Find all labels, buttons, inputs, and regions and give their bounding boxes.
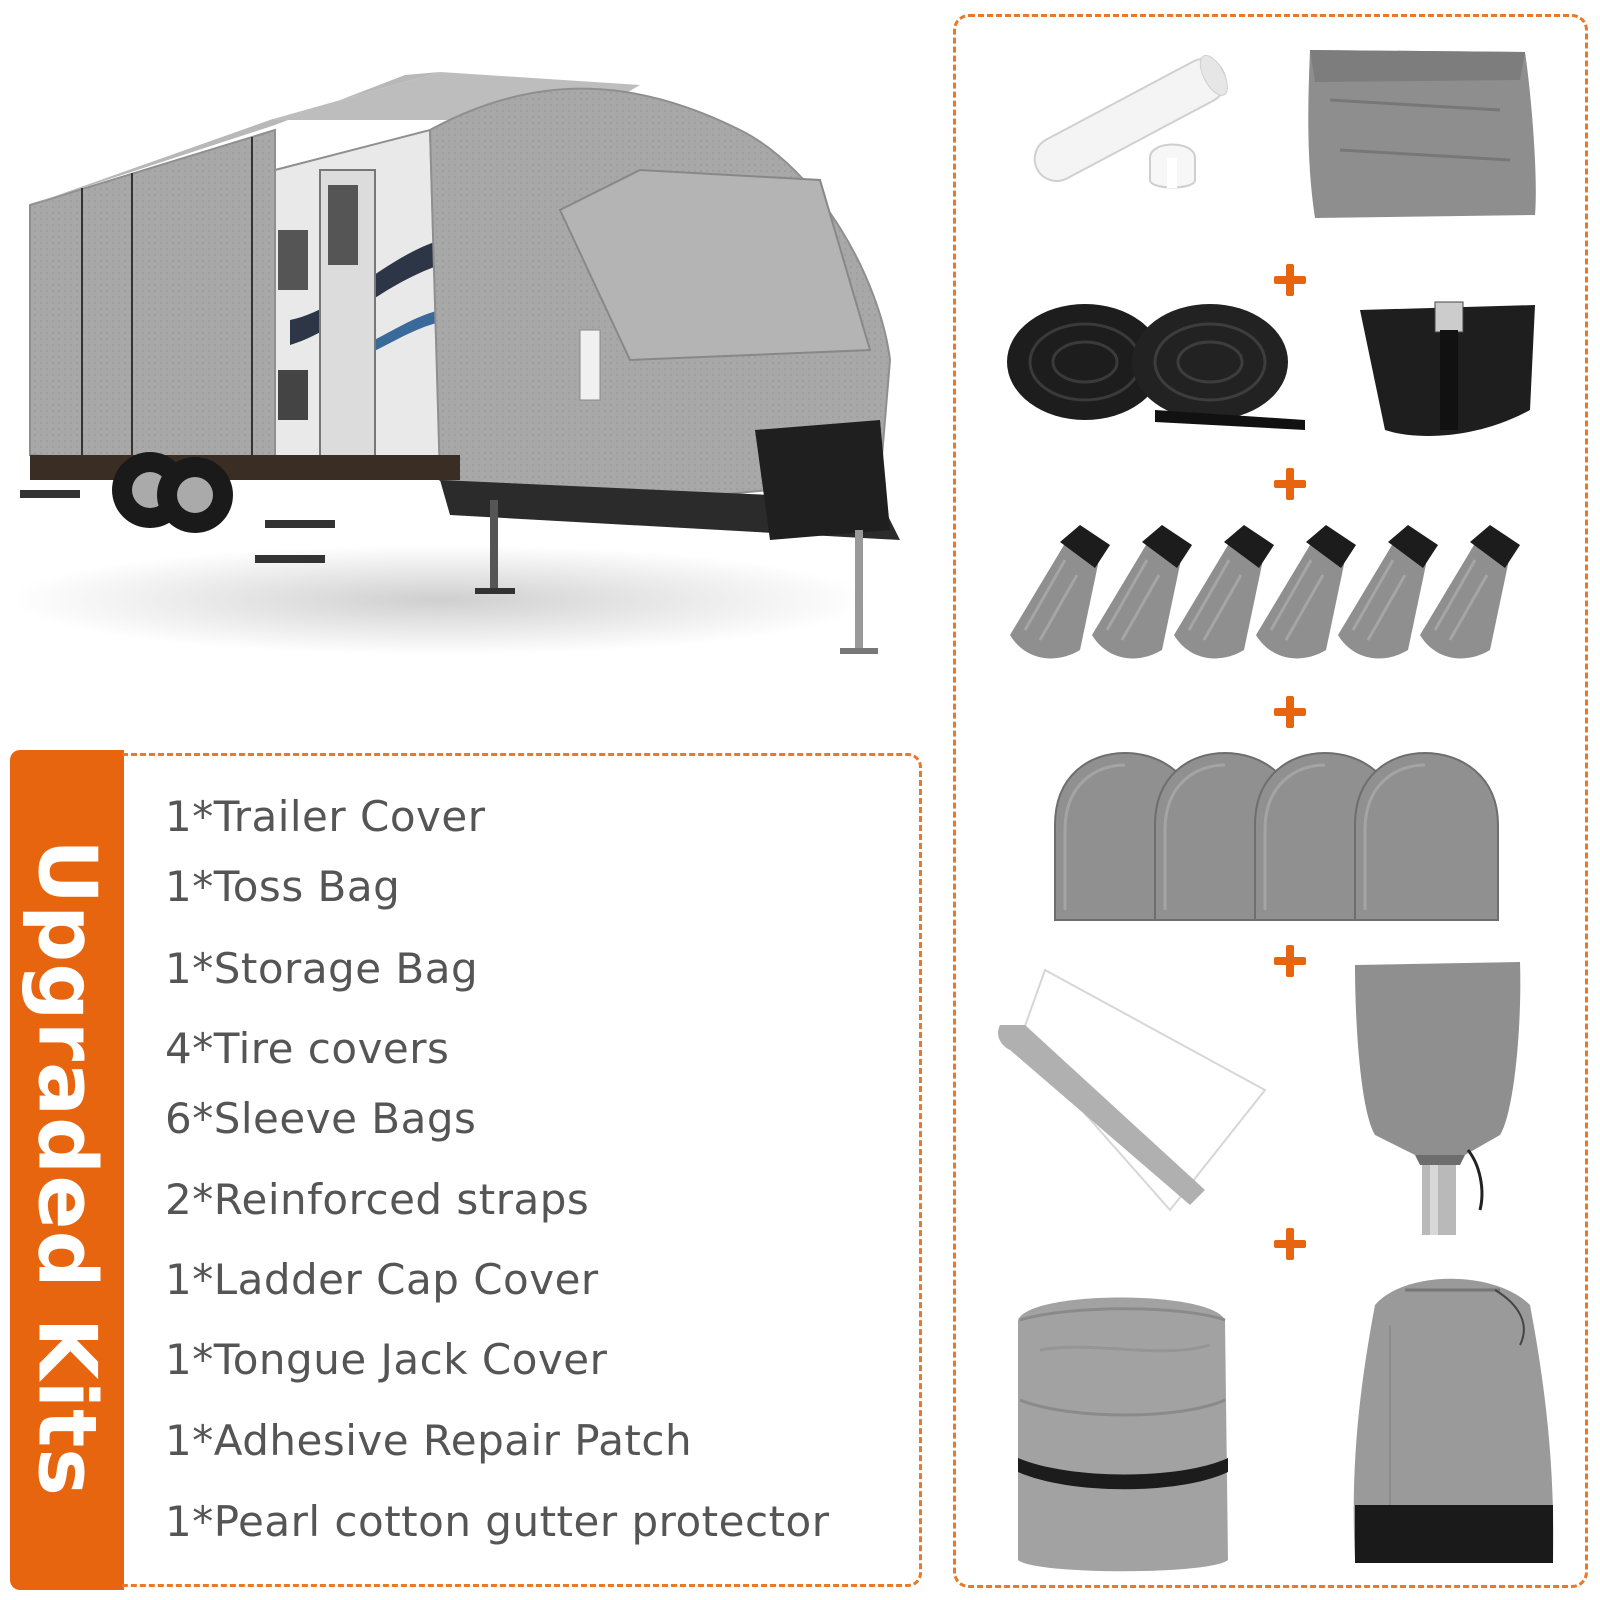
kits-tab — [10, 750, 124, 1590]
sleeve-bags-image — [1005, 520, 1545, 665]
kit-item-tongue-jack-cover: 1*Tongue Jack Cover — [165, 1335, 608, 1384]
tire-covers-image — [1050, 750, 1520, 925]
kit-item-adhesive-repair-patch: 1*Adhesive Repair Patch — [165, 1416, 693, 1465]
toss-bag-image — [1360, 301, 1535, 436]
reinforced-straps-image — [1007, 304, 1305, 430]
sleeve-bag — [1092, 525, 1192, 659]
ladder-cap-cover-image — [1308, 50, 1536, 218]
accessories-panel — [953, 14, 1588, 1588]
kits-title: Upgraded Kits — [20, 839, 114, 1497]
tongue-jack-cover-image — [1355, 962, 1521, 1235]
plus-separator-icon — [1274, 696, 1306, 728]
kit-item-ladder-cap-cover: 1*Ladder Cap Cover — [165, 1255, 599, 1304]
sleeve-bag — [1174, 525, 1274, 659]
sleeve-bag — [1338, 525, 1438, 659]
kits-list-box — [122, 753, 922, 1587]
kit-item-trailer-cover: 1*Trailer Cover — [165, 792, 486, 841]
plus-separator-icon — [1274, 1228, 1306, 1260]
sleeve-bag — [1010, 525, 1110, 659]
plus-separator-icon — [1274, 264, 1306, 296]
gutter-protector-foam-image — [1033, 54, 1228, 189]
trailer-cover-image — [20, 72, 900, 655]
sleeve-bag — [1420, 525, 1520, 659]
folded-cover-image — [1018, 1297, 1228, 1572]
kit-item-reinforced-straps: 2*Reinforced straps — [165, 1175, 590, 1224]
kit-item-gutter-protector: 1*Pearl cotton gutter protector — [165, 1497, 830, 1546]
kit-item-tire-covers: 4*Tire covers — [165, 1024, 450, 1073]
plus-separator-icon — [1274, 945, 1306, 977]
storage-bag-image — [1353, 1278, 1554, 1563]
sleeve-bag — [1256, 525, 1356, 659]
adhesive-repair-patch-image — [998, 968, 1267, 1212]
kit-item-storage-bag: 1*Storage Bag — [165, 944, 479, 993]
plus-separator-icon — [1274, 468, 1306, 500]
kit-item-sleeve-bags: 6*Sleeve Bags — [165, 1094, 477, 1143]
kit-item-toss-bag: 1*Toss Bag — [165, 862, 401, 911]
tire-cover — [1354, 751, 1499, 921]
